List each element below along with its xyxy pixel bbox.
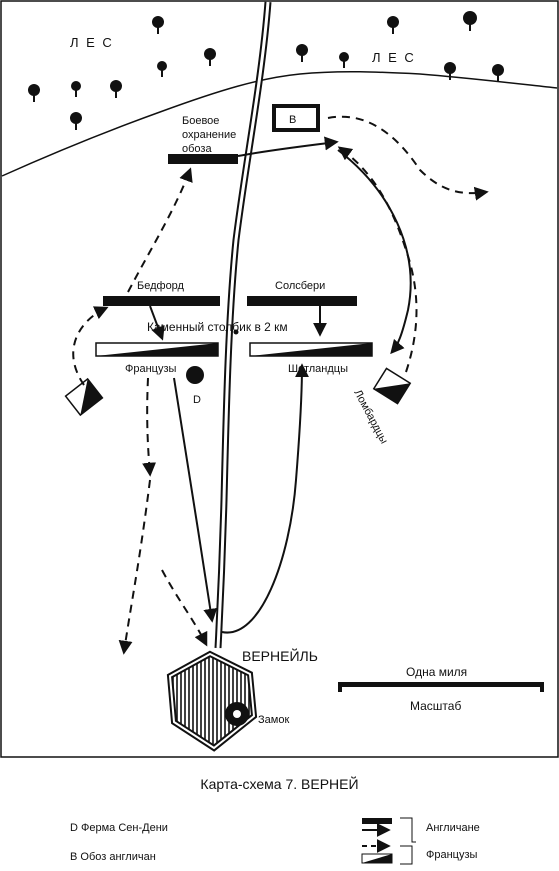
- legend-farm: D Ферма Сен-Дени: [70, 822, 168, 834]
- cavalry-retreat-northeast-arrow: [327, 115, 489, 201]
- scots-unit-bar: [249, 342, 373, 357]
- scale-title: Масштаб: [410, 699, 461, 713]
- guard-label-1: Боевое: [182, 115, 219, 127]
- tree-icon: [463, 11, 477, 31]
- milestone-marker: [233, 329, 239, 335]
- salisbury-label: Солсбери: [275, 280, 325, 292]
- guard-unit-bar: [168, 154, 238, 164]
- tree-icon: [152, 16, 164, 34]
- tree-icon: [296, 44, 308, 62]
- tree-icon: [444, 62, 456, 80]
- wagon-counterattack-arrow: [337, 149, 412, 355]
- french-unit-bar: [95, 342, 219, 357]
- castle-label: Замок: [258, 714, 289, 726]
- tree-icon: [28, 84, 40, 102]
- map-caption: Карта-схема 7. ВЕРНЕЙ: [200, 776, 359, 792]
- wagon-train-box: [272, 104, 320, 132]
- cavalry-left-flank-arrow: [72, 306, 109, 386]
- legend-wagon: В Обоз англичан: [70, 851, 156, 863]
- lombards-to-wagons-arrow: [337, 146, 418, 373]
- scale-bar: [338, 682, 544, 687]
- tree-icons: [28, 11, 504, 130]
- tree-icon: [387, 16, 399, 34]
- farm-marker: [186, 366, 204, 384]
- tree-icon: [339, 52, 349, 68]
- bedford-label: Бедфорд: [137, 280, 185, 292]
- cavalry-attack-guard-arrow: [127, 167, 193, 293]
- tree-icon: [110, 80, 122, 98]
- scots-label: Шотландцы: [288, 363, 348, 375]
- guard-label-3: обоза: [182, 143, 212, 155]
- legend-bracket-english: [400, 817, 416, 843]
- tree-icon: [70, 112, 82, 130]
- guard-arrow: [237, 136, 339, 157]
- lombard-cavalry: [372, 367, 412, 405]
- french-cavalry-left: [64, 377, 104, 417]
- tree-icon: [71, 81, 81, 97]
- scots-pursuit-arrow: [221, 363, 309, 634]
- wagon-train-label: В: [289, 114, 296, 126]
- english-movements: [149, 136, 412, 634]
- legend-english-symbol: [362, 818, 392, 837]
- farm-label: D: [193, 394, 201, 406]
- french-retreat-arrow-2: [118, 479, 151, 655]
- forest-label-left: Л Е С: [70, 35, 114, 50]
- french-label: Французы: [125, 363, 177, 375]
- french-movements: [72, 115, 489, 655]
- forest-edge: [1, 70, 558, 177]
- town-label: ВЕРНЕЙЛЬ: [242, 647, 318, 664]
- forest-label-right: Л Е С: [372, 50, 416, 65]
- milestone-label: Каменный столбик в 2 км: [147, 320, 288, 334]
- map-frame: [0, 0, 559, 758]
- legend-french-label: Французы: [426, 849, 478, 861]
- legend-french-symbol: [361, 839, 393, 864]
- salisbury-unit-bar: [247, 296, 357, 306]
- french-retreat-arrow-1: [142, 377, 157, 477]
- tree-icon: [492, 64, 504, 82]
- legend-bracket-french: [400, 845, 413, 865]
- legend-english-label: Англичане: [426, 822, 480, 834]
- lombards-label: Ломбардцы: [351, 388, 390, 446]
- french-retreat-arrow-3: [161, 569, 208, 647]
- tree-icon: [157, 61, 167, 77]
- scale-length-label: Одна миля: [406, 665, 467, 679]
- guard-label-2: охранение: [182, 129, 236, 141]
- bedford-advance-arrow: [149, 305, 165, 341]
- bedford-unit-bar: [103, 296, 220, 306]
- tree-icon: [204, 48, 216, 66]
- bedford-pursuit-arrow: [173, 377, 218, 623]
